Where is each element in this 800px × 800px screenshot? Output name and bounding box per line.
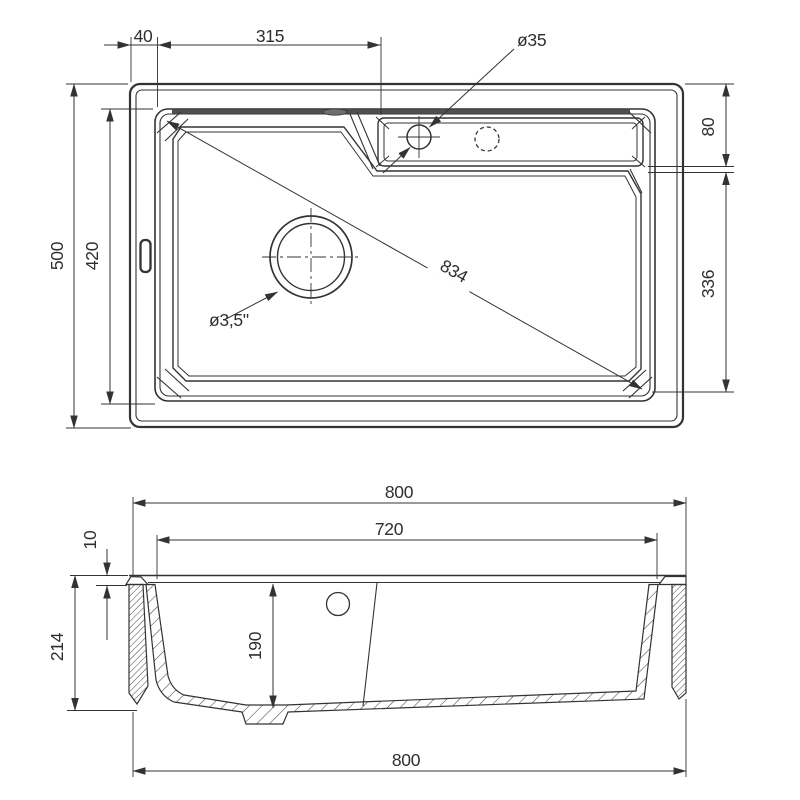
dim-label-190: 190	[245, 631, 265, 660]
tap-hole	[398, 116, 440, 158]
drain-diameter-callout: ø3,5"	[209, 291, 278, 330]
dim-label-80: 80	[698, 117, 718, 136]
dimension-214: 214	[47, 574, 137, 712]
deck-front-edge	[362, 582, 378, 707]
dimension-10: 10	[70, 530, 128, 640]
bowl-rim-outer	[154, 108, 656, 402]
dim-label-720: 720	[375, 519, 404, 539]
dimension-80: 80	[648, 83, 734, 173]
sink-outer-edge	[128, 82, 685, 429]
dim-label-214: 214	[47, 632, 67, 661]
top-view: 834 ø35 ø3,5" 40 315 500	[47, 26, 734, 429]
dim-label-40: 40	[134, 26, 153, 46]
section-view: 800 720 10 214 190 8	[47, 482, 687, 777]
dim-label-500: 500	[47, 241, 67, 270]
dim-label-800-top: 800	[385, 482, 414, 502]
right-rim-cap	[657, 575, 687, 586]
basin-floor-inner	[177, 131, 637, 377]
dimension-190: 190	[245, 583, 277, 709]
basin-floor-outer	[172, 126, 642, 382]
left-rim-slot	[139, 238, 152, 274]
dim-label-315: 315	[256, 26, 284, 46]
left-rim-cap	[124, 575, 150, 586]
dimension-336: 336	[652, 171, 734, 393]
dimension-800-bottom: 800	[132, 699, 687, 777]
overflow-hole-section	[325, 591, 351, 617]
dimension-40-315: 40 315	[104, 26, 382, 115]
dim-label-336: 336	[698, 270, 718, 298]
drain-hole	[262, 208, 360, 306]
dimension-500: 500	[47, 83, 131, 429]
bowl-rim-inner	[159, 113, 651, 397]
bowl-shell-section	[145, 583, 659, 725]
dimension-420: 420	[82, 108, 155, 405]
dim-label-o35: ø35	[517, 30, 546, 50]
dim-label-420: 420	[82, 241, 102, 270]
dim-label-10: 10	[80, 530, 100, 549]
dim-label-o35in: ø3,5"	[209, 310, 249, 330]
optional-hole-dashed	[474, 126, 500, 152]
tap-deck	[349, 111, 646, 170]
right-wall-section	[671, 583, 687, 700]
sink-outer-inner-line	[135, 89, 678, 422]
overflow-slot-top	[322, 108, 348, 116]
dim-label-800-bottom: 800	[392, 750, 421, 770]
dimension-800-top: 800	[132, 482, 687, 576]
tap-hole-diameter-callout: ø35	[382, 30, 547, 174]
diagonal-dimension-834: 834	[166, 120, 643, 390]
left-wall-section	[128, 583, 149, 706]
dimension-720: 720	[156, 519, 658, 579]
